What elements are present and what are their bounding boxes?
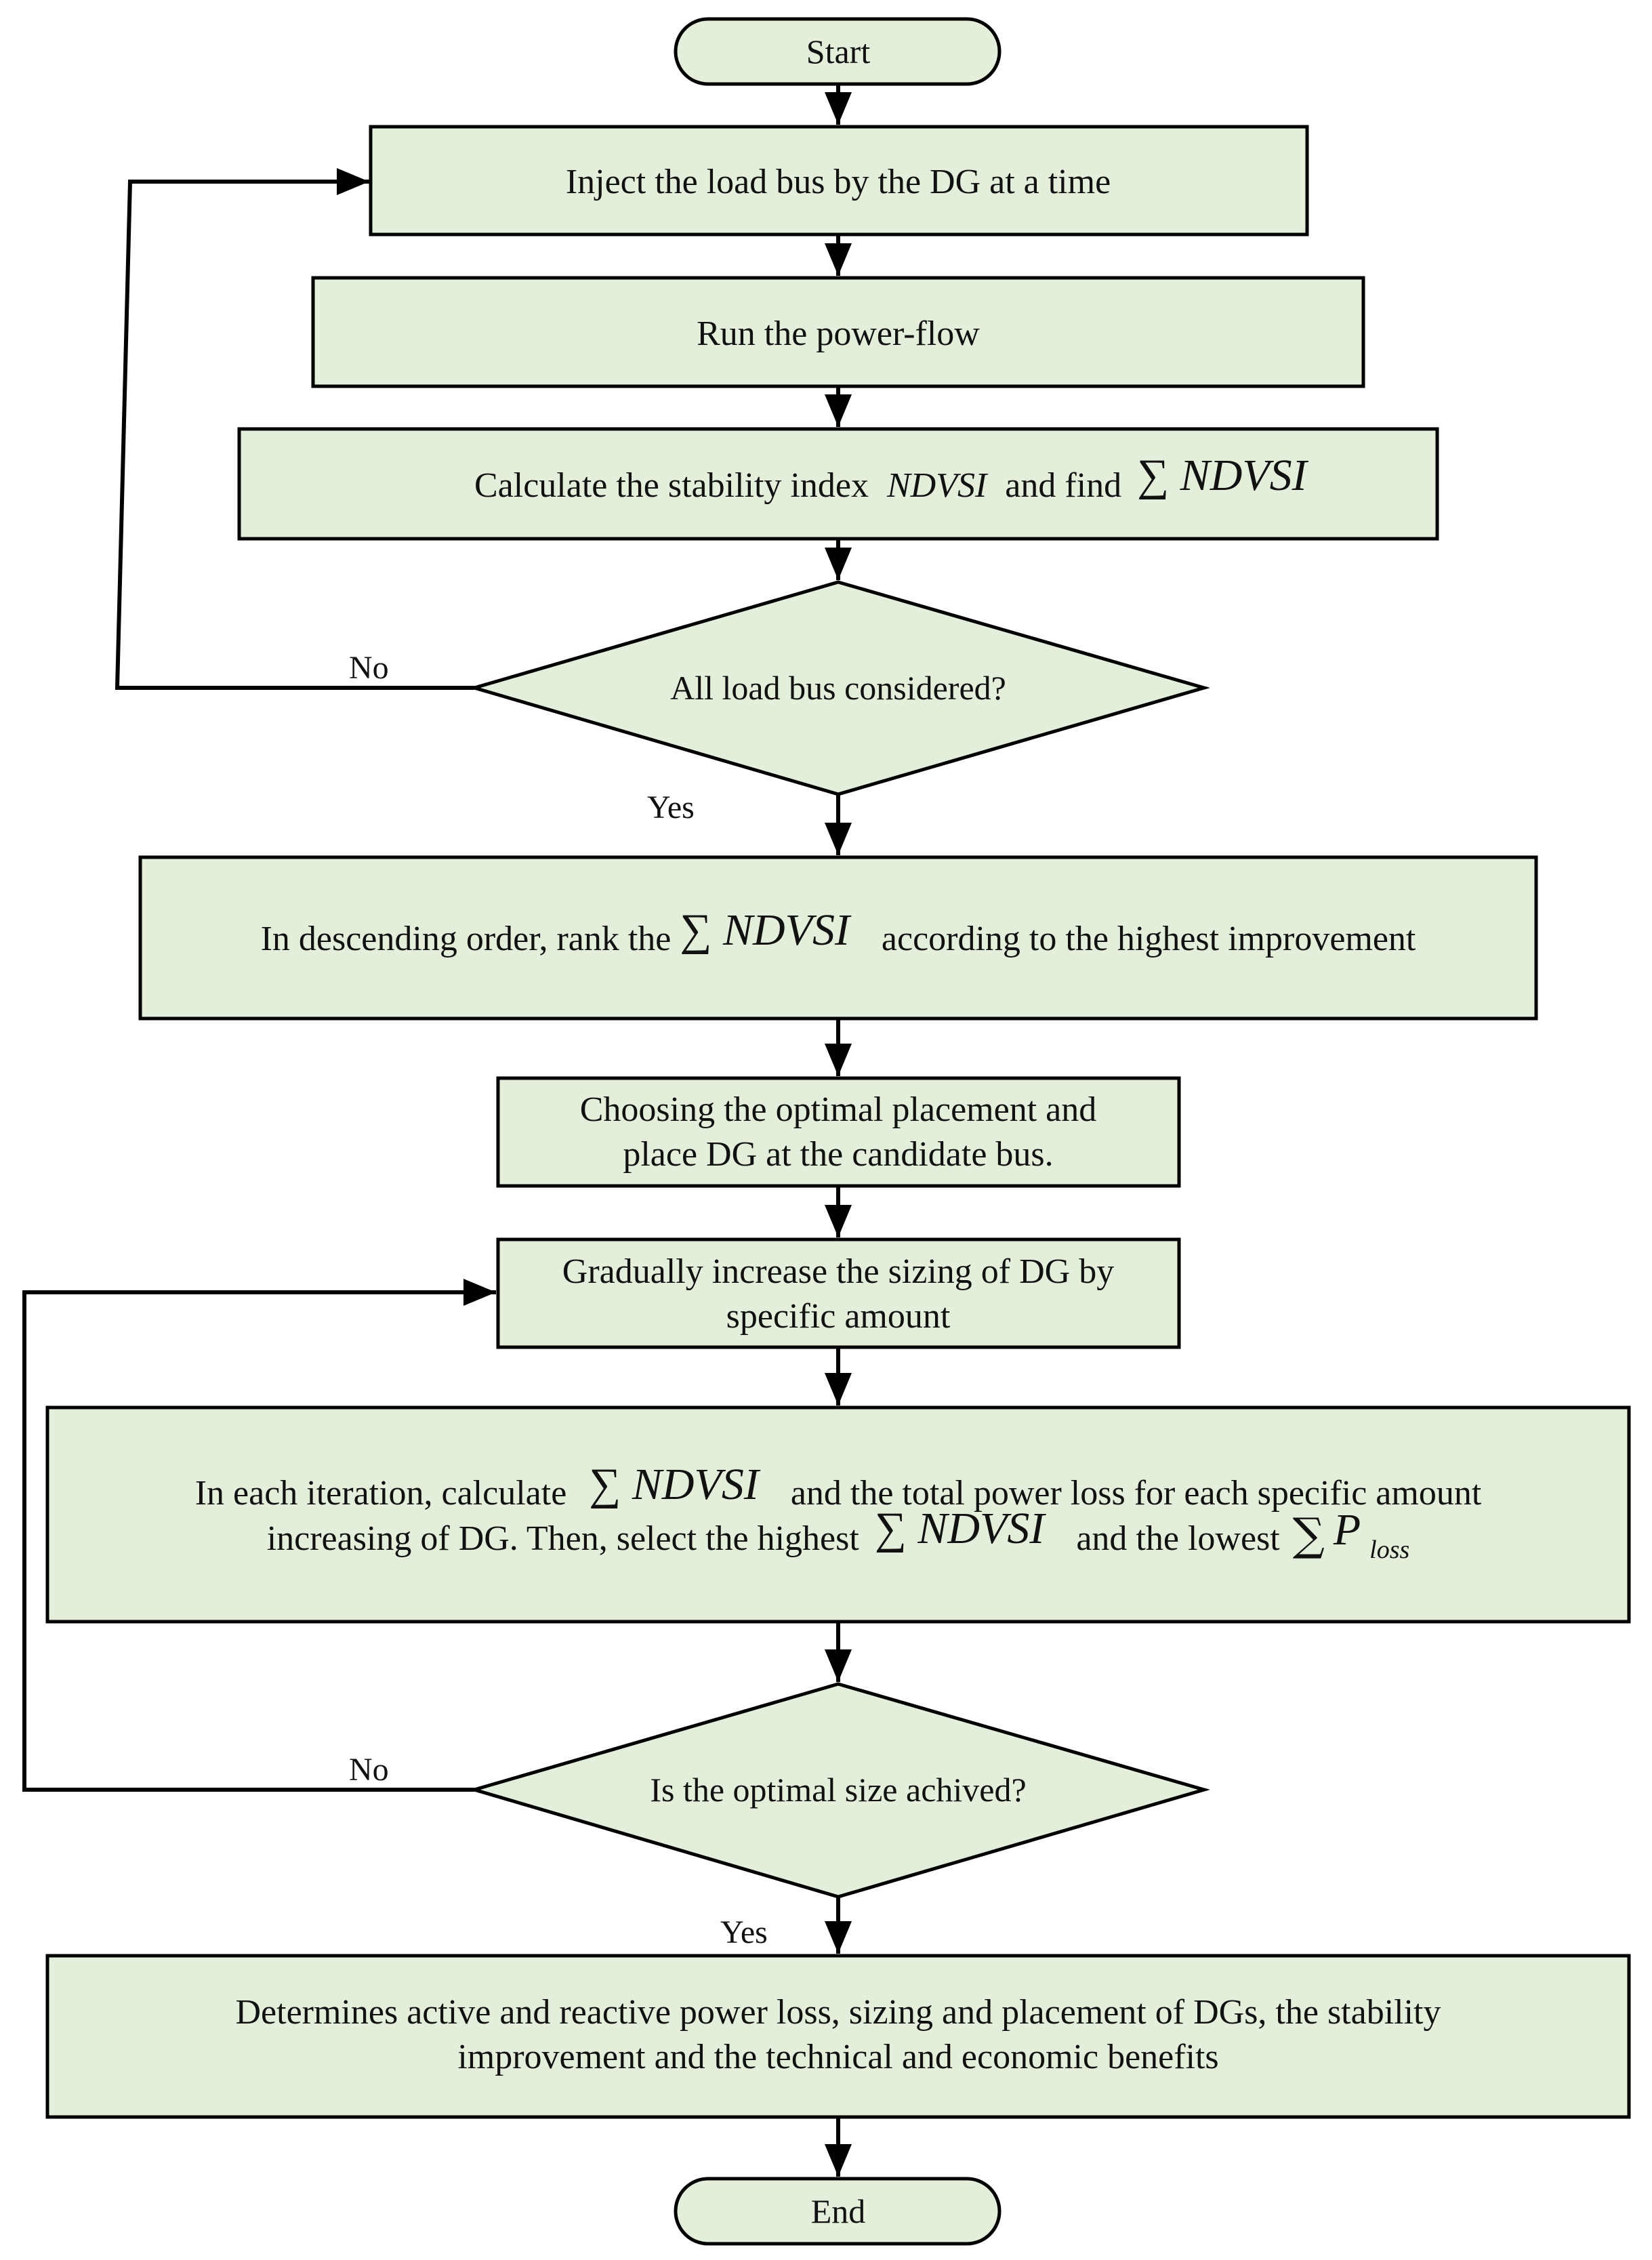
choose-step: Choosing the optimal placement and place… — [496, 1076, 1181, 1188]
choose-label-line2: place DG at the candidate bus. — [623, 1135, 1053, 1174]
edges — [22, 84, 852, 2177]
edge-label-yes-1: Yes — [647, 789, 695, 825]
calculate-text-pre: Calculate the stability index — [474, 466, 869, 505]
edge-decision2-no-loop — [22, 1279, 496, 1792]
iteration-l2-sum2-sigma: ∑ — [1293, 1508, 1325, 1561]
determine-step: Determines active and reactive power los… — [45, 1954, 1631, 2119]
iteration-step: In each iteration, calculate ∑ NDVSI and… — [45, 1405, 1631, 1624]
inject-step: Inject the load bus by the DG at a time — [369, 125, 1309, 237]
gradual-label-line2: specific amount — [726, 1297, 951, 1336]
gradual-step: Gradually increase the sizing of DG by s… — [496, 1237, 1181, 1349]
start-terminal: Start — [674, 17, 1001, 86]
iteration-l2-sum-expr: ∑ NDVSI — [875, 1504, 1047, 1553]
rank-sum-expr: ∑ NDVSI — [680, 905, 852, 955]
edge-decision1-no-loop — [115, 168, 474, 690]
determine-label-line1: Determines active and reactive power los… — [236, 1993, 1441, 2032]
end-label: End — [811, 2192, 866, 2230]
iteration-l1-post: and the total power loss for each specif… — [791, 1474, 1482, 1513]
rank-text-post: according to the highest improvement — [882, 920, 1416, 958]
start-label: Start — [806, 33, 871, 70]
rank-text-pre: In descending order, rank the — [261, 920, 672, 958]
gradual-label-line1: Gradually increase the sizing of DG by — [562, 1252, 1114, 1291]
rank-step: In descending order, rank the ∑ NDVSI ac… — [138, 855, 1538, 1021]
edge-label-no-2: No — [349, 1752, 389, 1788]
decision2-label: Is the optimal size achived? — [650, 1771, 1026, 1809]
calculate-text-mid: and find — [1005, 466, 1121, 505]
iteration-l1-pre: In each iteration, calculate — [195, 1474, 567, 1513]
rank-label: In descending order, rank the ∑ NDVSI ac… — [261, 905, 1416, 958]
calculate-step: Calculate the stability index NDVSI and … — [237, 427, 1439, 541]
iteration-l2-pre: increasing of DG. Then, select the highe… — [267, 1519, 860, 1558]
runflow-step: Run the power-flow — [311, 276, 1365, 388]
decision-all-load-bus: All load bus considered? — [468, 580, 1210, 796]
decision1-label: All load bus considered? — [670, 669, 1006, 707]
iteration-l1-sum-expr: ∑ NDVSI — [589, 1460, 761, 1509]
iteration-l2-sum2-var: P — [1333, 1505, 1361, 1555]
edge-label-yes-2: Yes — [720, 1914, 768, 1950]
runflow-label: Run the power-flow — [697, 314, 980, 353]
choose-label-line1: Choosing the optimal placement and — [580, 1090, 1097, 1129]
calculate-sum-expr: ∑ NDVSI — [1137, 451, 1309, 500]
decision-optimal-size: Is the optimal size achived? — [468, 1682, 1210, 1899]
calculate-label: Calculate the stability index NDVSI and … — [474, 451, 1309, 505]
iteration-l2-mid: and the lowest — [1076, 1519, 1280, 1558]
edge-label-no-1: No — [349, 650, 389, 686]
iteration-l2-sum2-sub: loss — [1369, 1536, 1409, 1564]
iteration-label-line1: In each iteration, calculate ∑ NDVSI and… — [195, 1460, 1482, 1513]
iteration-label-line2: increasing of DG. Then, select the highe… — [267, 1504, 1410, 1564]
calculate-index-var: NDVSI — [886, 466, 989, 505]
determine-label-line2: improvement and the technical and econom… — [457, 2038, 1218, 2076]
inject-label: Inject the load bus by the DG at a time — [566, 163, 1111, 201]
end-terminal: End — [674, 2177, 1001, 2246]
